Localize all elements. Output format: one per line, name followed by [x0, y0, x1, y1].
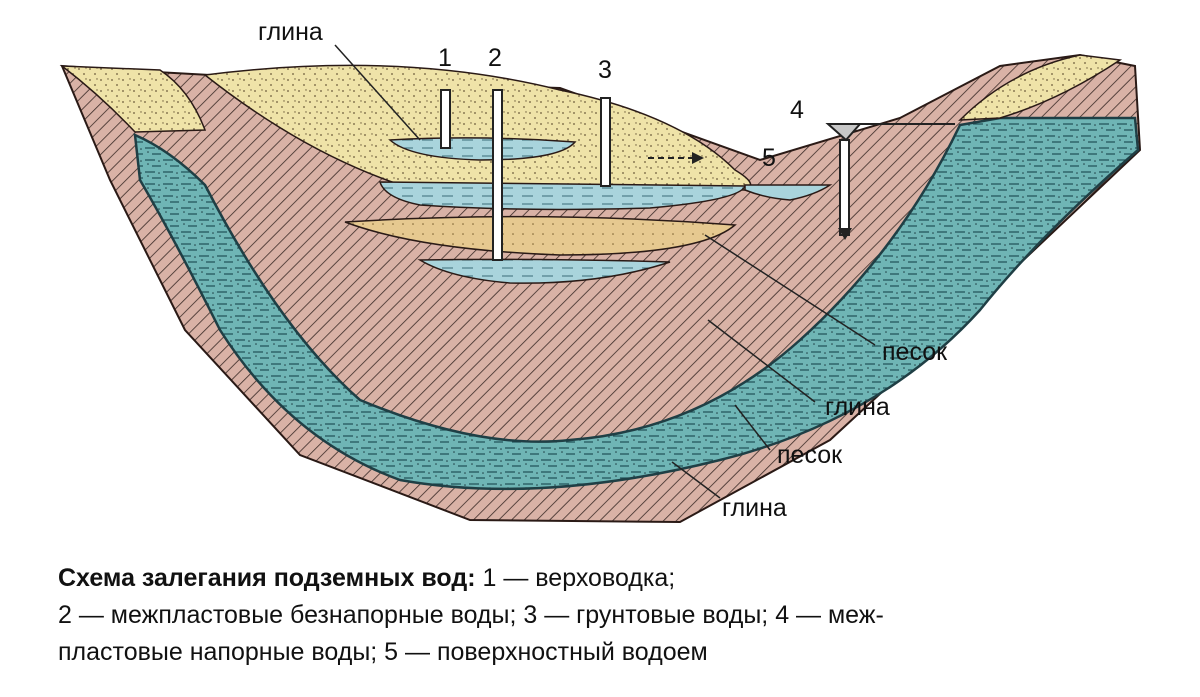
caption-item-1: 1 — верховодка; [475, 564, 676, 592]
label-clay-1: глина [825, 393, 890, 421]
leader-sand-2 [734, 404, 771, 451]
caption-line-3: пластовые напорные воды; 5 — поверхностн… [58, 638, 708, 666]
leader-sand-1 [704, 234, 876, 346]
well-4 [825, 123, 955, 240]
label-well-2: 2 [488, 44, 502, 72]
sand-right-cap [958, 54, 1123, 121]
groundwater-diagram: глина 1 2 3 4 5 песок глина песок глина [59, 18, 1142, 524]
groundwater-layer [378, 181, 747, 211]
label-sand-1: песок [882, 338, 948, 366]
well-2 [492, 89, 503, 261]
well-3 [600, 97, 611, 187]
well-1 [440, 89, 451, 149]
label-well-1: 1 [438, 44, 452, 72]
diagram-caption: Схема залегания подземных вод: 1 — верхо… [58, 560, 1178, 671]
leader-clay-top [334, 44, 421, 141]
sand-lower-aquifer [133, 116, 1140, 491]
label-well-3: 3 [598, 56, 612, 84]
leader-clay-2 [671, 461, 721, 499]
interlayer-water [417, 258, 671, 284]
label-clay-top: глина [258, 18, 323, 46]
label-pond-5: 5 [762, 144, 776, 172]
caption-title: Схема залегания подземных вод: [58, 564, 476, 592]
label-clay-2: глина [722, 494, 787, 522]
caption-line-1: Схема залегания подземных вод: 1 — верхо… [58, 560, 1178, 597]
leader-clay-1 [707, 319, 816, 403]
label-sand-2: песок [777, 441, 843, 469]
label-well-4: 4 [790, 96, 804, 124]
sand-upper-body [203, 64, 752, 191]
sand-middle-lens [344, 215, 737, 256]
surface-pond [744, 184, 833, 201]
caption-line-2: 2 — межпластовые безнапорные воды; 3 — г… [58, 601, 884, 629]
perched-water-lens [388, 137, 577, 161]
sand-left-cap [59, 65, 207, 133]
flow-arrow-icon [648, 152, 704, 164]
